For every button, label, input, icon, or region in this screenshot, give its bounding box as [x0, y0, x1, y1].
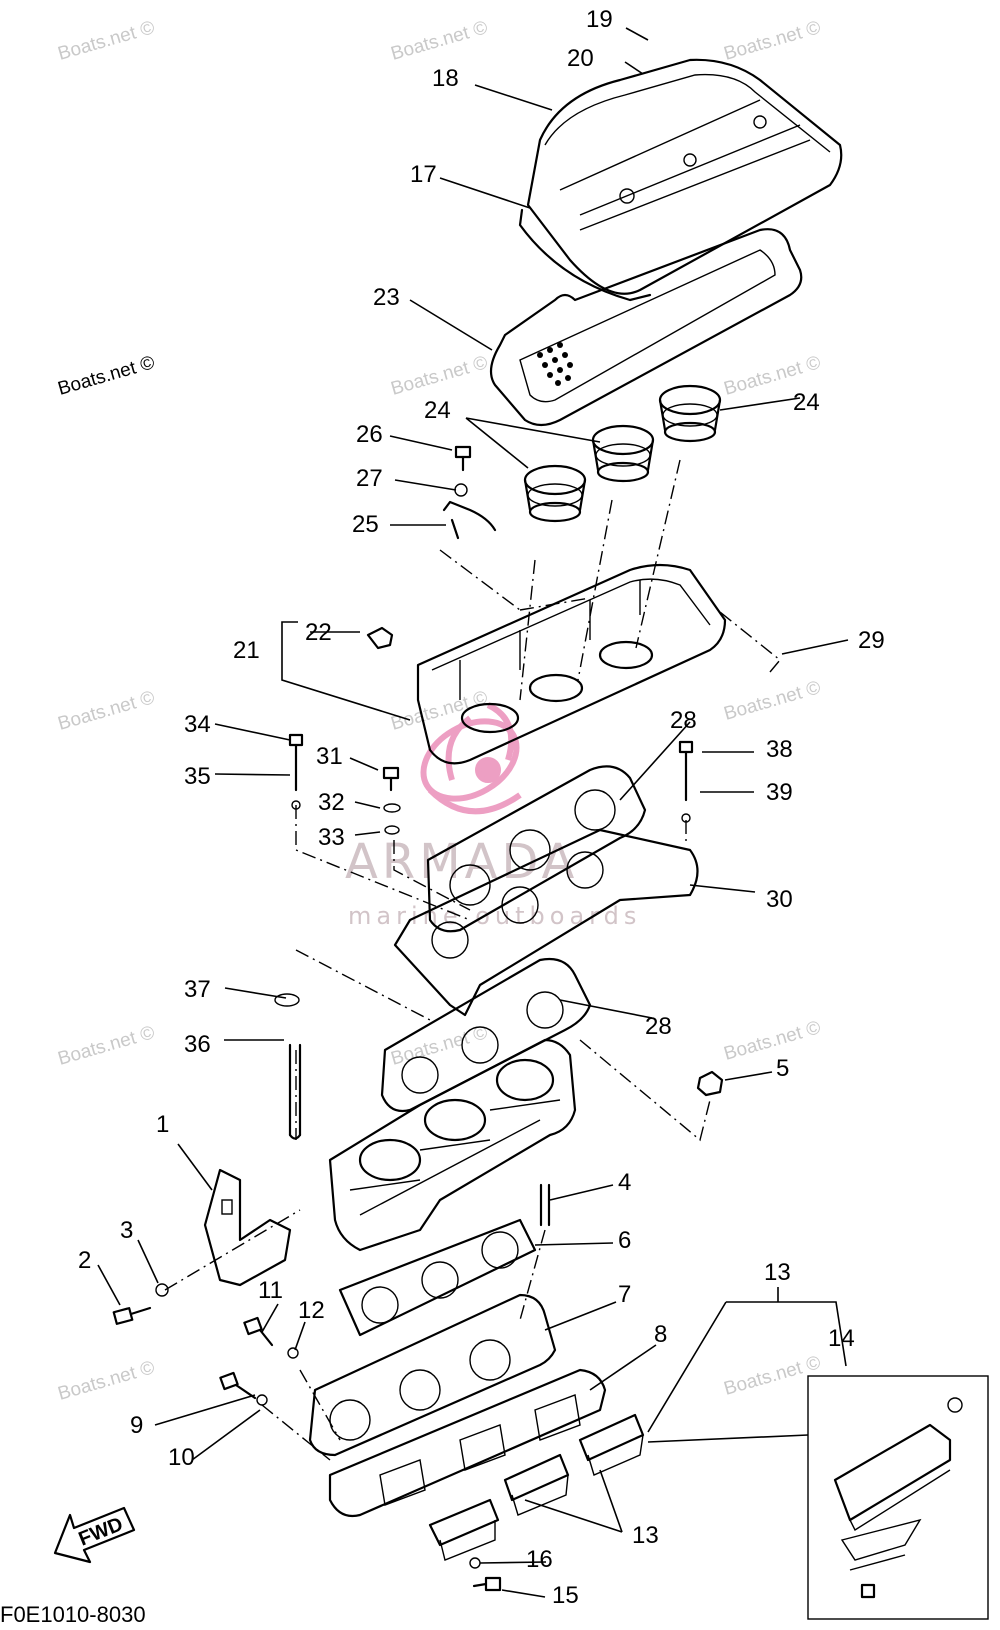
pipe-part: [274, 993, 302, 1140]
callout-3: 3: [120, 1217, 133, 1244]
callout-10: 10: [168, 1444, 195, 1471]
watermark: Boats.net ©: [56, 687, 157, 735]
watermark: Boats.net ©: [56, 1022, 157, 1070]
fwd-label: FWD: [76, 1513, 126, 1550]
brand-mark-icon: [420, 702, 522, 815]
callout-18: 18: [432, 65, 459, 92]
rubber-boot-part: [523, 464, 587, 523]
callout-19: 19: [586, 6, 613, 33]
callout-6: 6: [618, 1227, 631, 1254]
gasket-part: [426, 765, 647, 933]
callout-36: 36: [184, 1031, 211, 1058]
reed-valve-part: [503, 1453, 570, 1516]
reed-valve-part: [428, 1498, 500, 1561]
brand-tagline: marine outboards: [348, 902, 641, 930]
callout-24: 24: [793, 389, 820, 416]
callout-27: 27: [356, 465, 383, 492]
callout-20: 20: [567, 45, 594, 72]
callout-33: 33: [318, 824, 345, 851]
gasket-part: [338, 1218, 537, 1337]
callout-22: 22: [305, 619, 332, 646]
callout-15: 15: [552, 1582, 579, 1609]
fwd-arrow-icon: FWD: [53, 1506, 136, 1564]
cover-top-part: [518, 58, 843, 302]
leader-lines: [97, 27, 849, 1598]
assembly-lines: [164, 459, 781, 1461]
bracket-plate-part: [393, 828, 699, 1017]
callout-37: 37: [184, 976, 211, 1003]
callout-2: 2: [78, 1247, 91, 1274]
callout-28: 28: [645, 1013, 672, 1040]
watermark: Boats.net ©: [389, 687, 490, 735]
carburetor-assembly-part: [328, 1038, 577, 1252]
stud-part: [678, 740, 694, 823]
bracket-part: [203, 1168, 292, 1287]
stud-part: [288, 733, 304, 810]
watermark: Boats.net ©: [722, 677, 823, 725]
callout-12: 12: [298, 1297, 325, 1324]
callout-32: 32: [318, 789, 345, 816]
brand-logo: ARMADA marine outboards: [345, 702, 641, 930]
silencer-body-part: [366, 563, 727, 765]
watermark: Boats.net ©: [389, 17, 490, 65]
callout-labels: 1 2 3 4 5 6 7 8 9 10 11 12 13 13 14 15 1…: [78, 6, 885, 1609]
callout-1: 1: [156, 1111, 169, 1138]
callout-16: 16: [526, 1546, 553, 1573]
callout-21: 21: [233, 637, 260, 664]
callout-13: 13: [764, 1259, 791, 1286]
callout-26: 26: [356, 421, 383, 448]
rubber-boot-part: [658, 384, 722, 443]
callout-29: 29: [858, 627, 885, 654]
stud-part: [539, 1070, 724, 1227]
inset-box: [807, 1375, 989, 1620]
gasket-part: [380, 957, 592, 1113]
bolt-part: [219, 1316, 502, 1592]
watermark: Boats.net ©: [722, 17, 823, 65]
callout-5: 5: [776, 1055, 789, 1082]
callout-24: 24: [424, 397, 451, 424]
callout-14: 14: [828, 1325, 855, 1352]
callout-11: 11: [258, 1277, 283, 1304]
diagram-code: F0E1010-8030: [0, 1602, 146, 1627]
callout-9: 9: [130, 1412, 143, 1439]
bolt-part: [442, 445, 497, 540]
watermark: Boats.net ©: [722, 1017, 823, 1065]
watermark: Boats.net ©: [56, 1357, 157, 1405]
watermark: Boats.net ©: [56, 352, 157, 400]
rubber-boot-part: [591, 424, 655, 483]
callout-4: 4: [618, 1169, 631, 1196]
callout-7: 7: [618, 1281, 631, 1308]
callout-25: 25: [352, 511, 379, 538]
callout-17: 17: [410, 161, 437, 188]
watermark: Boats.net ©: [56, 17, 157, 65]
callout-30: 30: [766, 886, 793, 913]
gasket-part: [489, 228, 803, 427]
bolt-part: [112, 1283, 169, 1325]
callout-35: 35: [184, 763, 211, 790]
callout-31: 31: [316, 743, 343, 770]
callout-34: 34: [184, 711, 211, 738]
callout-28: 28: [670, 707, 697, 734]
callout-13: 13: [632, 1522, 659, 1549]
watermark: Boats.net ©: [389, 352, 490, 400]
watermark-layer: Boats.net © Boats.net © Boats.net © Boat…: [56, 17, 823, 1405]
screw-part: [382, 766, 401, 835]
manifold-part: [328, 1368, 607, 1518]
callout-39: 39: [766, 779, 793, 806]
callout-38: 38: [766, 736, 793, 763]
callout-23: 23: [373, 284, 400, 311]
reed-valve-part: [578, 1413, 645, 1476]
callout-8: 8: [654, 1321, 667, 1348]
